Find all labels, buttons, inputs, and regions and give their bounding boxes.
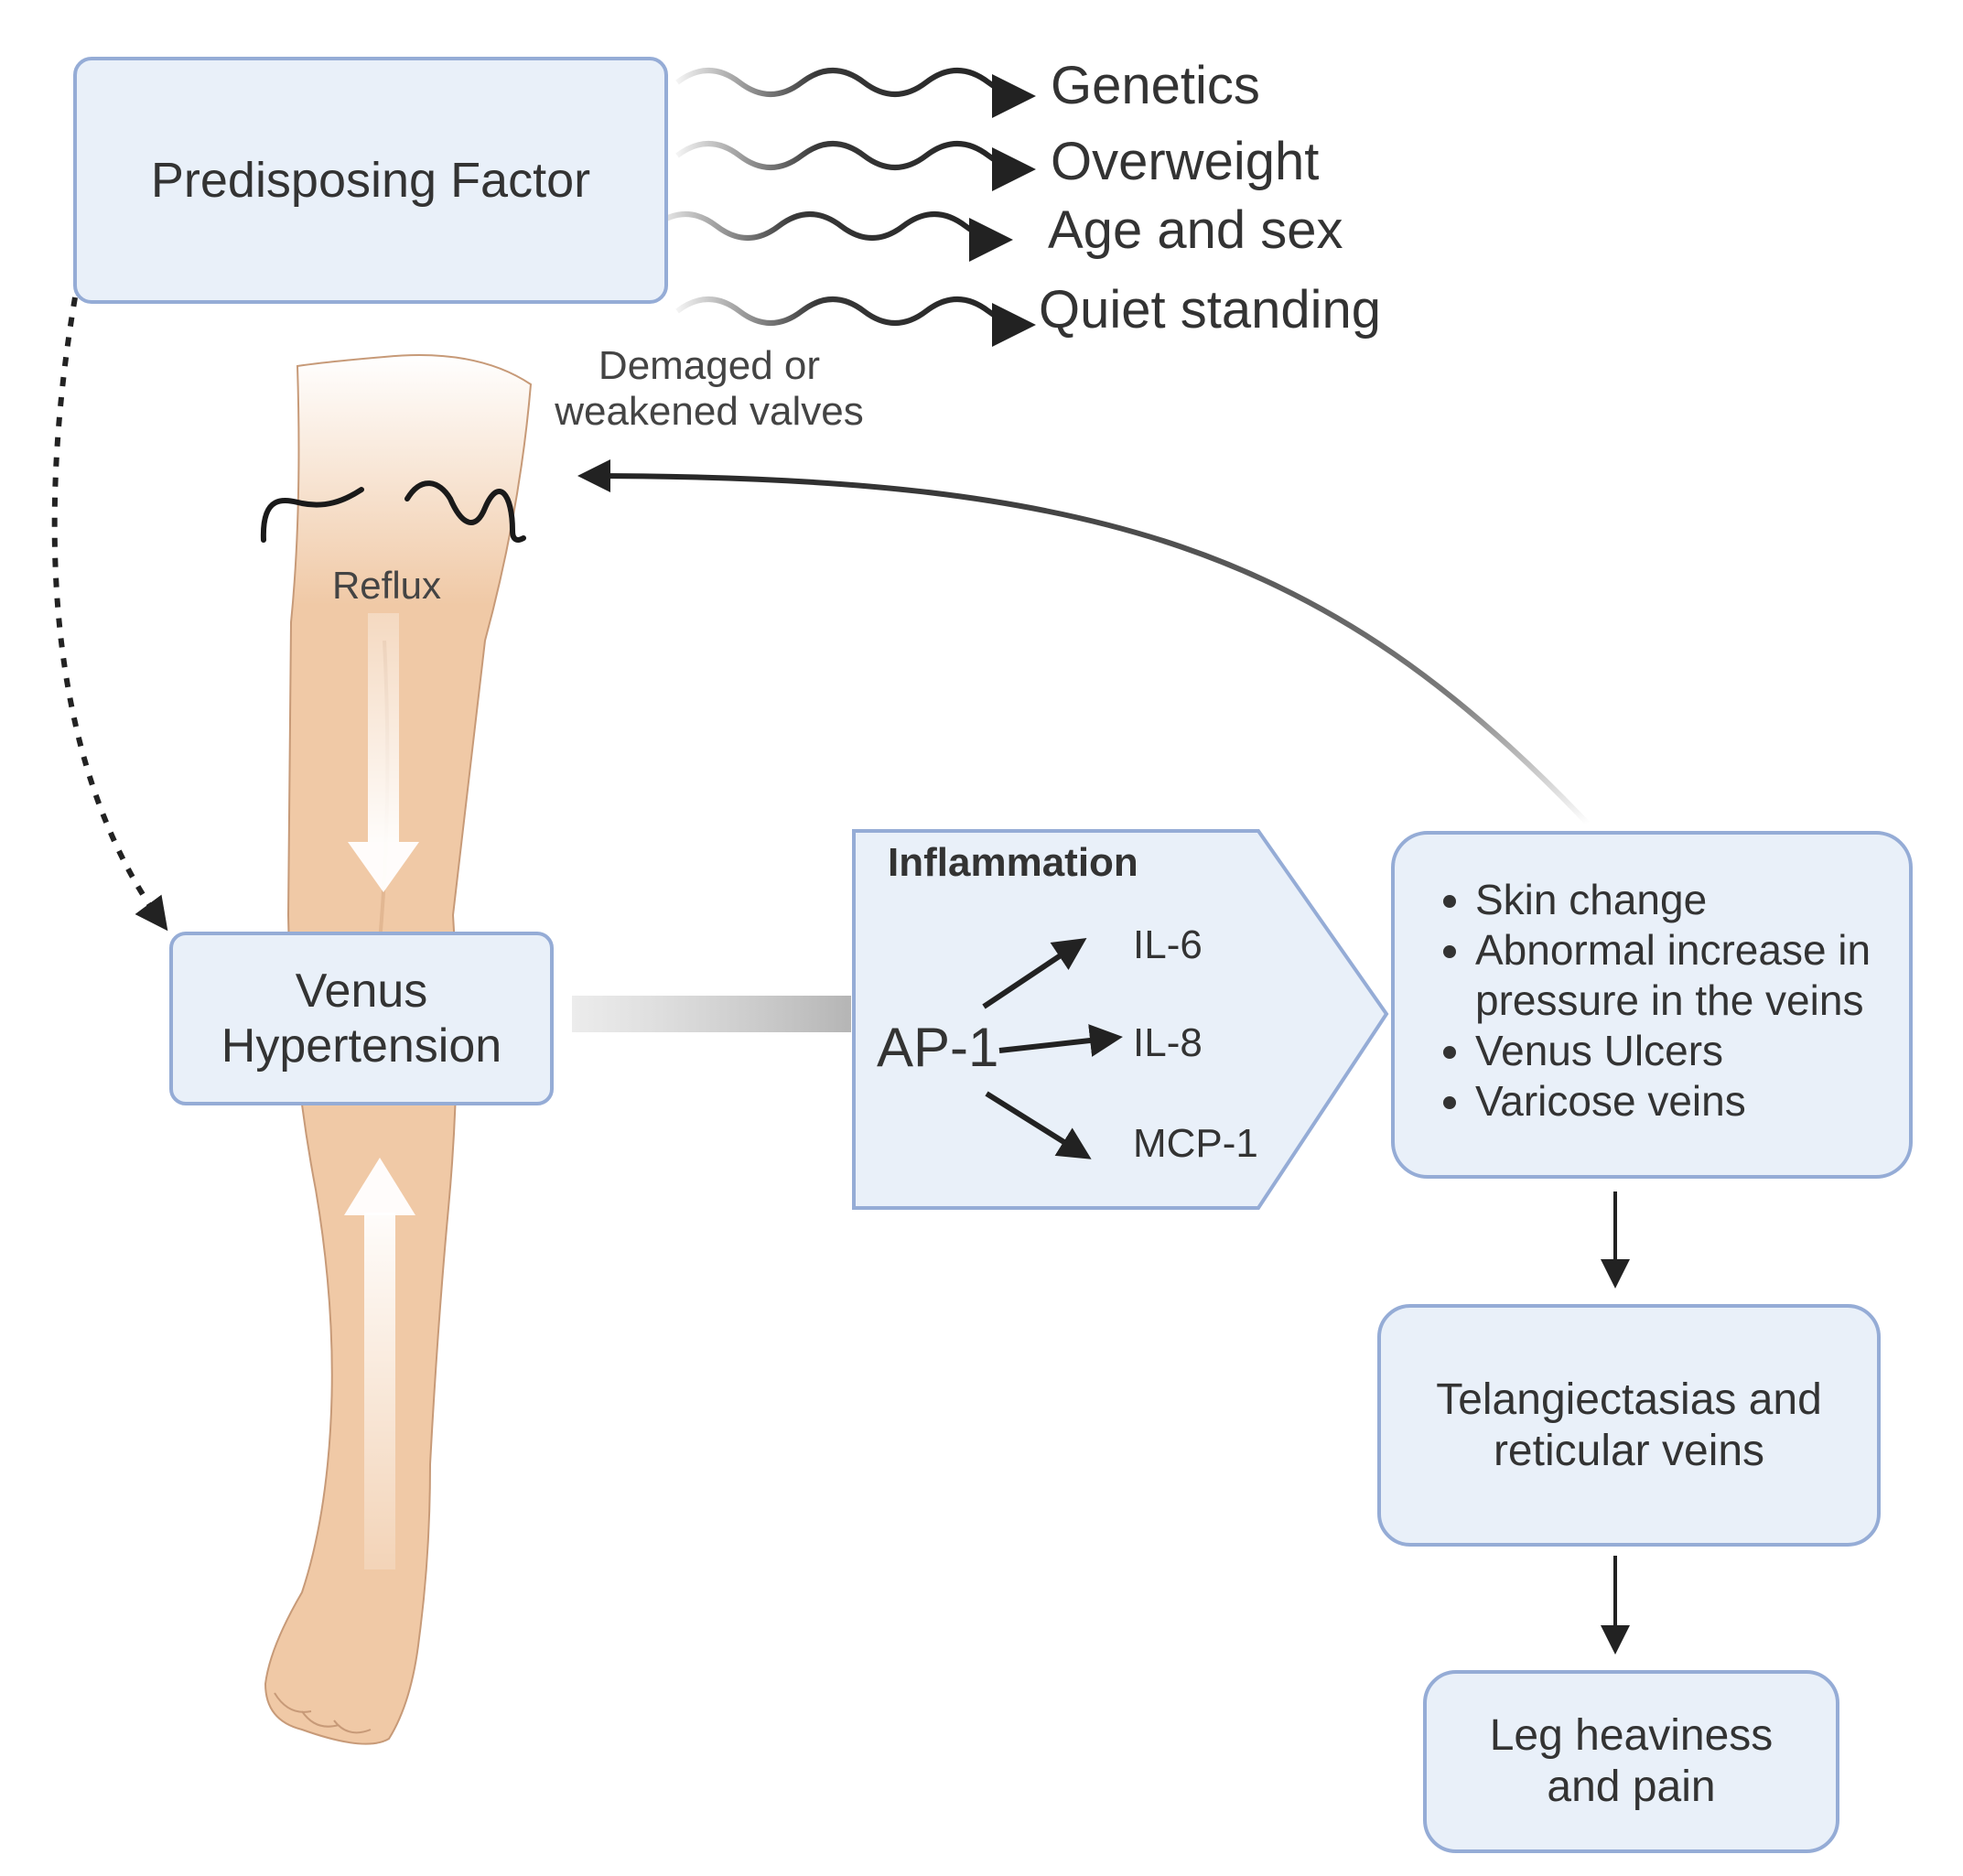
symptom-item: Abnormal increase in pressure in the vei… — [1475, 925, 1894, 1026]
symptoms-list: Skin change Abnormal increase in pressur… — [1428, 875, 1894, 1127]
leg-pain-label: Leg heaviness and pain — [1489, 1711, 1774, 1811]
inflammation-shape — [852, 829, 1389, 1210]
symptoms-box: Skin change Abnormal increase in pressur… — [1391, 831, 1913, 1179]
symptom-item: Varicose veins — [1475, 1076, 1894, 1127]
dashed-arrow — [51, 296, 168, 932]
telangiectasias-label: Telangiectasias and reticular veins — [1436, 1375, 1822, 1475]
factor-genetics: Genetics — [1051, 56, 1260, 115]
connector-bar — [572, 996, 851, 1032]
wavy-arrow-icon — [653, 211, 1013, 262]
ap1-arrow-il8 — [998, 1024, 1123, 1057]
factor-overweight: Overweight — [1051, 132, 1320, 191]
feedback-arrow — [577, 459, 1591, 826]
wavy-arrow-icon — [675, 141, 1036, 191]
ap1-label: AP-1 — [877, 1017, 999, 1078]
il6-label: IL-6 — [1133, 922, 1203, 967]
inflammation-title: Inflammation — [888, 840, 1138, 885]
venus-hypertension-label: Venus Hypertension — [221, 965, 502, 1073]
symptom-item: Skin change — [1475, 875, 1894, 925]
wavy-arrow-icon — [675, 296, 1036, 347]
symptom-item: Venus Ulcers — [1475, 1026, 1894, 1076]
predisposing-factor-label: Predisposing Factor — [150, 153, 591, 208]
leg-pain-box: Leg heaviness and pain — [1423, 1670, 1839, 1853]
wavy-arrow-icon — [675, 68, 1036, 118]
il8-label: IL-8 — [1133, 1020, 1203, 1065]
factor-quiet-standing: Quiet standing — [1039, 280, 1382, 340]
ap1-arrow-il6 — [982, 938, 1087, 1009]
valve-squiggle-icon — [404, 480, 526, 543]
mcp1-label: MCP-1 — [1133, 1121, 1258, 1166]
predisposing-factor-box: Predisposing Factor — [73, 57, 668, 304]
valves-label: Demaged or weakened valves — [555, 343, 864, 434]
valve-squiggle-icon — [260, 487, 364, 543]
ap1-arrow-mcp1 — [985, 1091, 1092, 1159]
telangiectasias-box: Telangiectasias and reticular veins — [1377, 1304, 1881, 1547]
venus-hypertension-box: Venus Hypertension — [169, 932, 554, 1105]
reflux-label: Reflux — [331, 564, 442, 607]
factor-age-sex: Age and sex — [1048, 200, 1343, 260]
